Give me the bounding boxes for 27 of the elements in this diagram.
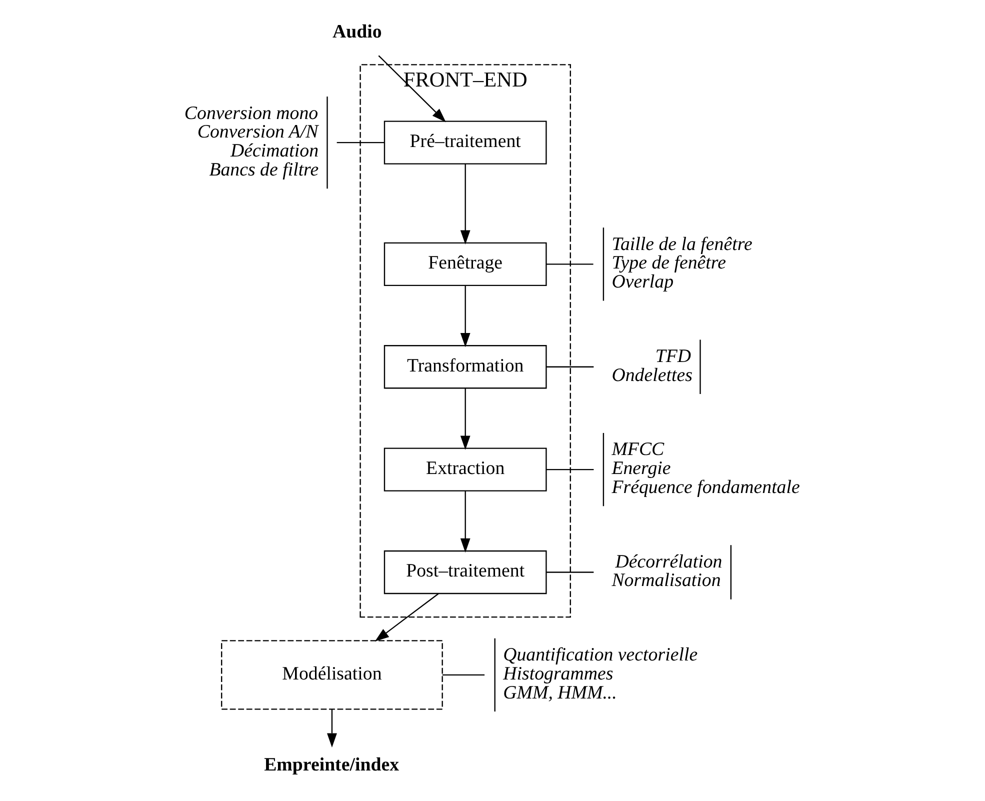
node-box: Fenêtrage xyxy=(384,242,547,286)
node-text: Audio xyxy=(332,21,382,42)
arrow xyxy=(460,388,470,450)
node-text: Décorrélation Normalisation xyxy=(612,551,722,592)
arrow xyxy=(378,55,446,122)
connector xyxy=(336,142,384,144)
connector xyxy=(442,674,485,676)
node-box: Post–traitement xyxy=(384,550,547,594)
node-box: Pré–traitement xyxy=(384,120,547,164)
connector xyxy=(546,366,594,368)
arrow xyxy=(460,286,470,348)
node-text: TFD Ondelettes xyxy=(612,346,692,386)
connector xyxy=(546,264,594,265)
connector xyxy=(546,572,594,573)
node-box: Modélisation xyxy=(221,640,443,710)
node-box: Transformation xyxy=(384,345,547,389)
node-text: Taille de la fenêtre Type de fenêtre Overlap xyxy=(612,234,752,293)
node-text: Empreinte/index xyxy=(264,754,400,776)
connector xyxy=(546,468,594,470)
arrow xyxy=(327,710,337,748)
arrow xyxy=(374,593,439,642)
arrow xyxy=(460,164,470,244)
node-box: Extraction xyxy=(384,448,547,492)
node-text: Quantification vectorielle Histogrammes GMM, HMM... xyxy=(503,644,698,704)
node-text: MFCC Energie Fréquence fondamentale xyxy=(612,439,800,498)
arrow xyxy=(460,491,470,553)
node-text: Conversion mono Conversion A/N Décimation Bancs de filtre xyxy=(184,102,319,180)
